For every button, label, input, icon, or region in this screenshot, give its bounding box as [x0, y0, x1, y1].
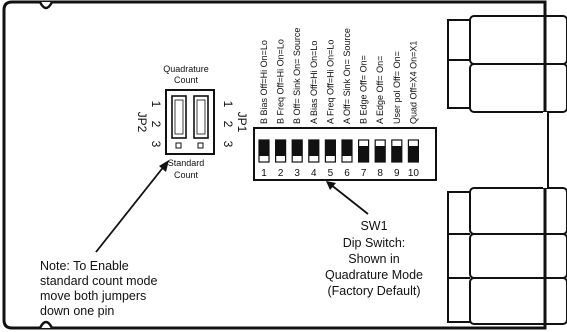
jp2-pin-1: 1 [149, 101, 163, 108]
switch-number-3: 3 [294, 168, 300, 179]
switch-label-4: A Bias Off=Hi On=Lo [309, 41, 319, 124]
quadrature-label-line1: Quadrature [163, 64, 209, 74]
quadrature-label-line2: Count [174, 75, 199, 85]
note-line2: standard count mode [40, 274, 157, 288]
switch-lever-10 [408, 146, 419, 162]
switch-lever-9 [391, 146, 402, 162]
switch-number-9: 9 [394, 168, 400, 179]
connector-bottom [447, 187, 567, 325]
board-notch-bottom-left [38, 320, 54, 329]
switch-number-7: 7 [361, 168, 367, 179]
switch-lever-3 [292, 140, 303, 156]
note-leader-arrowhead [159, 160, 169, 172]
switch-number-5: 5 [328, 168, 334, 179]
switch-label-7: B Edge Off= On= [359, 55, 369, 124]
jp2-pin-3-number: 3 [149, 141, 163, 148]
sw1-leader-arrowhead [326, 181, 336, 190]
jp1-pin-1: 1 [221, 101, 235, 108]
switch-levers [258, 139, 419, 163]
switch-number-1: 1 [261, 168, 267, 179]
sw1-caption-line3: Shown in [348, 252, 399, 266]
switch-lever-5 [325, 140, 336, 156]
sw1-caption-line4: Quadrature Mode [325, 268, 423, 282]
jp1-pin-2: 2 [221, 121, 235, 128]
jp2-jumper [171, 95, 187, 139]
jumper-block: Quadrature Count Standard Count 1 2 3 JP… [135, 64, 249, 180]
board-outline [2, 0, 547, 330]
switch-number-2: 2 [278, 168, 284, 179]
switch-labels: B Bias Off=Hi On=Lo B Freq Off=Hi On=Lo B … [259, 28, 418, 124]
terminal-connectors [447, 15, 567, 325]
note-line3: move both jumpers [40, 289, 146, 303]
jp1-label: JP1 [235, 112, 249, 133]
jp2-pin-2: 2 [149, 121, 163, 128]
note: Note: To Enable standard count mode move… [40, 259, 157, 318]
switch-number-4: 4 [311, 168, 317, 179]
sw1-caption-line5: (Factory Default) [327, 284, 420, 298]
switch-lever-8 [375, 146, 386, 162]
jp2-label: JP2 [135, 112, 149, 133]
sw1-caption: SW1 Dip Switch: Shown in Quadrature Mode… [325, 219, 423, 298]
sw1-leader-line [329, 183, 369, 215]
switch-label-1: B Bias Off=Hi On=Lo [259, 40, 269, 124]
jp1-pin-3 [197, 142, 204, 149]
connector-top [447, 15, 567, 113]
switch-number-8: 8 [377, 168, 383, 179]
switch-lever-2 [275, 140, 286, 156]
switch-number-10: 10 [408, 168, 420, 179]
switch-label-8: A Edge Off= On= [375, 56, 385, 124]
switch-label-3: B Off= Sink On= Source [292, 28, 302, 124]
switch-lever-1 [259, 140, 269, 156]
switch-lever-7 [358, 146, 369, 162]
switch-label-10: Quad Off=X4 On=X1 [408, 41, 418, 124]
note-leader-line [95, 164, 166, 253]
switch-label-2: B Freq Off=Hi On=Lo [276, 39, 286, 124]
jp1-pin-3-number: 3 [221, 141, 235, 148]
standard-label-line2: Count [174, 170, 199, 180]
board-notch-top-left [38, 1, 54, 10]
note-line1: Note: To Enable [40, 259, 129, 273]
switch-label-9: User pol Off= On= [392, 51, 402, 124]
sw1-caption-line2: Dip Switch: [343, 236, 406, 250]
jp2-pin-3 [175, 142, 182, 149]
jp1-jumper [193, 95, 209, 139]
standard-label-line1: Standard [168, 158, 205, 168]
switch-label-5: A Freq Off=Hi On=Lo [325, 40, 335, 124]
switch-label-6: A Off= Sink On= Source [342, 28, 352, 124]
switch-number-6: 6 [344, 168, 350, 179]
sw1-caption-line1: SW1 [360, 219, 387, 233]
switch-lever-4 [308, 140, 319, 156]
switch-lever-6 [342, 140, 352, 156]
note-line4: down one pin [40, 304, 114, 318]
